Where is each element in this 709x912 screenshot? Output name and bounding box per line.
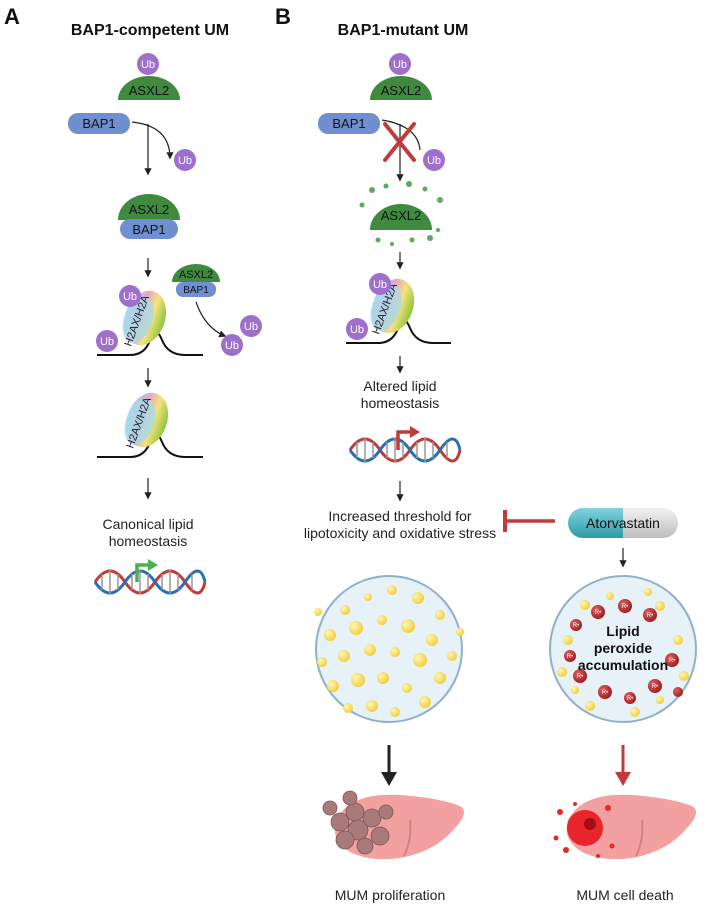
lipid-peroxide-label-1: Lipid	[606, 623, 639, 639]
asxl2-label: ASXL2	[129, 202, 169, 217]
mum-cell-death-label: MUM cell death	[576, 887, 674, 903]
inhibition-line	[503, 510, 555, 532]
ub-icon	[240, 315, 262, 337]
asxl2-degrading: ASXL2	[359, 181, 443, 246]
panel-a-title: BAP1-competent UM	[70, 22, 230, 39]
transcription-arrow-icon	[135, 563, 150, 582]
canonical-lipid-label: Canonical lipid homeostasis	[102, 516, 194, 549]
transcription-arrow-icon	[396, 430, 412, 450]
asxl2-ub-complex: ASXL2 Ub	[118, 53, 180, 100]
ros-label: R•	[573, 623, 579, 629]
lipid-peroxide-label-2: peroxide	[594, 640, 653, 656]
asxl2-label: ASXL2	[381, 208, 421, 223]
ub-icon	[96, 330, 118, 352]
ros-label: R•	[652, 684, 658, 690]
bap1-label: BAP1	[332, 116, 365, 131]
ros-label: R•	[567, 654, 573, 660]
threshold-label: Increased threshold for lipotoxicity and…	[303, 508, 497, 541]
asxl2-bap1-complex-small: ASXL2 BAP1	[172, 264, 220, 297]
arrow-to-death	[615, 745, 631, 786]
ros-label: R•	[669, 658, 675, 664]
ub-icon	[119, 285, 141, 307]
arrow-to-proliferation	[381, 745, 397, 786]
ros-label: R•	[622, 604, 628, 610]
panel-b: ASXL2 Ub BAP1 Ub ASXL2	[314, 53, 697, 860]
lipid-peroxide-label-3: accumulation	[578, 657, 668, 673]
ub-label: Ub	[393, 59, 407, 71]
atorvastatin-pill-icon: Atorvastatin	[568, 508, 678, 538]
ros-label: R•	[627, 696, 633, 702]
nucleosome-ubiquitinated: H2AX/H2A Ub Ub	[96, 285, 203, 356]
bap1-protein: BAP1	[318, 113, 380, 134]
mum-proliferation-label: MUM proliferation	[334, 887, 446, 903]
dna-helix-icon	[348, 426, 462, 463]
panel-b-title: BAP1-mutant UM	[337, 22, 469, 39]
ub-icon	[346, 318, 368, 340]
panel-a-letter: A	[4, 4, 20, 29]
dna-helix-icon	[93, 559, 207, 595]
altered-lipid-label: Altered lipid homeostasis	[360, 378, 440, 411]
ub-label: Ub	[350, 324, 364, 336]
ub-icon	[174, 149, 196, 171]
ub-label: Ub	[427, 155, 441, 167]
deubiquitination-arrow	[195, 301, 227, 338]
asxl2-ub-complex: ASXL2 Ub	[370, 53, 432, 100]
ros-label: R•	[647, 613, 653, 619]
bap1-protein: BAP1	[68, 113, 130, 134]
ros-label: R•	[577, 674, 583, 680]
ub-icon	[423, 149, 445, 171]
ub-icon	[369, 273, 391, 295]
lipid-peroxide-circle: Lipid peroxide accumulation R• R• R• R• R• R•…	[549, 575, 697, 723]
liver-tumor-icon	[322, 790, 464, 860]
asxl2-bap1-complex: ASXL2 BAP1	[118, 194, 180, 239]
ub-label: Ub	[178, 155, 192, 167]
bap1-label: BAP1	[82, 116, 115, 131]
panel-a: ASXL2 Ub BAP1 Ub ASXL2 BAP1 H2AX/H2A	[68, 53, 262, 595]
ub-release-arrow	[131, 121, 174, 160]
bap1-label: BAP1	[132, 222, 165, 237]
asxl2-label: ASXL2	[179, 269, 213, 281]
nucleosome-deubiquitinated: H2AX/H2A	[97, 392, 203, 458]
lipid-droplets-circle	[314, 575, 464, 723]
ros-label: R•	[602, 690, 608, 696]
bap1-label: BAP1	[183, 285, 209, 296]
ub-label: Ub	[141, 59, 155, 71]
asxl2-label: ASXL2	[381, 83, 421, 98]
panel-b-letter: B	[275, 4, 291, 29]
ub-icon	[389, 53, 411, 75]
ub-icon	[137, 53, 159, 75]
ros-label: R•	[595, 610, 601, 616]
blocked-x-icon	[383, 122, 416, 162]
asxl2-label: ASXL2	[129, 83, 169, 98]
ub-label: Ub	[244, 321, 258, 333]
ub-icon	[221, 334, 243, 356]
ub-label: Ub	[123, 291, 137, 303]
atorvastatin-label: Atorvastatin	[586, 515, 660, 531]
ub-label: Ub	[225, 340, 239, 352]
ub-label: Ub	[373, 279, 387, 291]
nucleosome-ubiquitinated: H2AX/H2A Ub Ub	[346, 273, 451, 344]
ub-label: Ub	[100, 336, 114, 348]
liver-dead-cells-icon	[553, 794, 696, 860]
